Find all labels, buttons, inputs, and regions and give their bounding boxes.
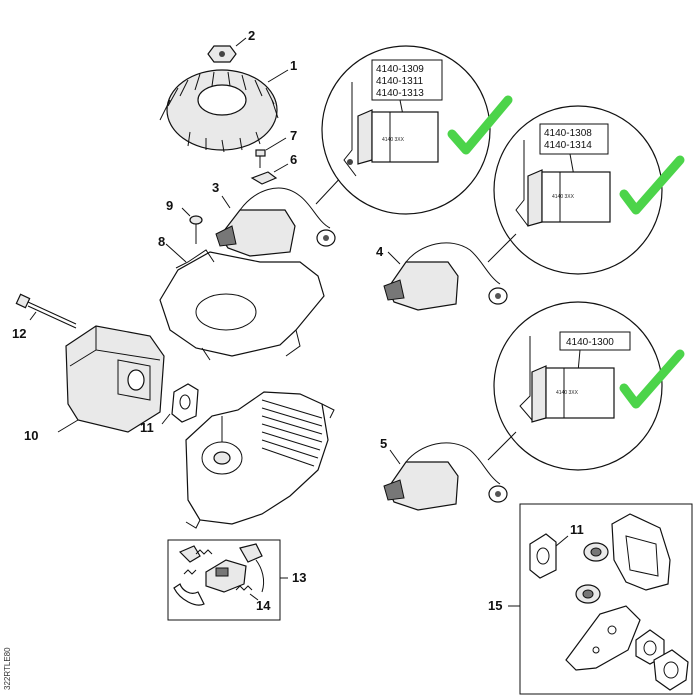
callout-7: 7 — [290, 128, 297, 143]
checkmark-top — [447, 95, 513, 155]
callout-2: 2 — [248, 28, 255, 43]
screw-9 — [189, 215, 203, 244]
callout-8: 8 — [158, 234, 165, 249]
bolt-12 — [15, 293, 77, 329]
checkmark-bot — [619, 349, 685, 409]
gasket-set — [529, 513, 689, 691]
detail-mid-pn-1: 4140-1308 — [544, 128, 592, 139]
flywheel-nut — [207, 45, 237, 63]
detail-top-stamp: 4140 3XX — [382, 137, 405, 143]
gasket-set-box — [519, 503, 693, 695]
ignition-module-5 — [383, 442, 508, 511]
callout-4: 4 — [376, 244, 384, 259]
detail-circle-mid: 4140-1308 4140-1314 4140 3XX — [493, 105, 663, 275]
detail-top-pn-3: 4140-1313 — [376, 88, 424, 99]
screw — [255, 149, 266, 168]
checkmark-mid — [619, 155, 685, 215]
flywheel — [159, 69, 279, 153]
ignition-module-3 — [215, 187, 336, 257]
detail-mid-stamp: 4140 3XX — [552, 194, 575, 200]
detail-top-pn-2: 4140-1311 — [376, 76, 424, 87]
detail-bot-stamp: 4140 3XX — [556, 390, 579, 396]
callout-14: 14 — [256, 598, 271, 613]
callout-6: 6 — [290, 152, 297, 167]
detail-top-pn-1: 4140-1309 — [376, 64, 424, 75]
callout-3: 3 — [212, 180, 219, 195]
detail-circle-bot: 4140-1300 4140 3XX — [493, 301, 663, 471]
callout-9: 9 — [166, 198, 173, 213]
diagram-code: 322RTLE80 — [3, 647, 12, 690]
baseplate-8 — [159, 249, 325, 361]
callout-15: 15 — [488, 598, 502, 613]
callout-11: 11 — [140, 420, 154, 435]
gasket-11 — [171, 383, 199, 423]
detail-circle-top: 4140-1309 4140-1311 4140-1313 4140 3XX — [321, 45, 491, 215]
callout-10: 10 — [24, 428, 38, 443]
detail-bot-pn-1: 4140-1300 — [566, 337, 614, 348]
ignition-module-4 — [383, 242, 508, 311]
detail-mid-pn-2: 4140-1314 — [544, 140, 592, 151]
callout-1: 1 — [290, 58, 297, 73]
clutch-box — [167, 539, 281, 621]
callout-12: 12 — [12, 326, 26, 341]
engine-block — [185, 391, 335, 529]
callout-11-set: 11 — [570, 522, 584, 537]
callout-5: 5 — [380, 436, 387, 451]
callout-13: 13 — [292, 570, 306, 585]
washer — [250, 171, 278, 185]
muffler-10 — [65, 325, 165, 433]
clutch-assembly — [173, 543, 265, 606]
